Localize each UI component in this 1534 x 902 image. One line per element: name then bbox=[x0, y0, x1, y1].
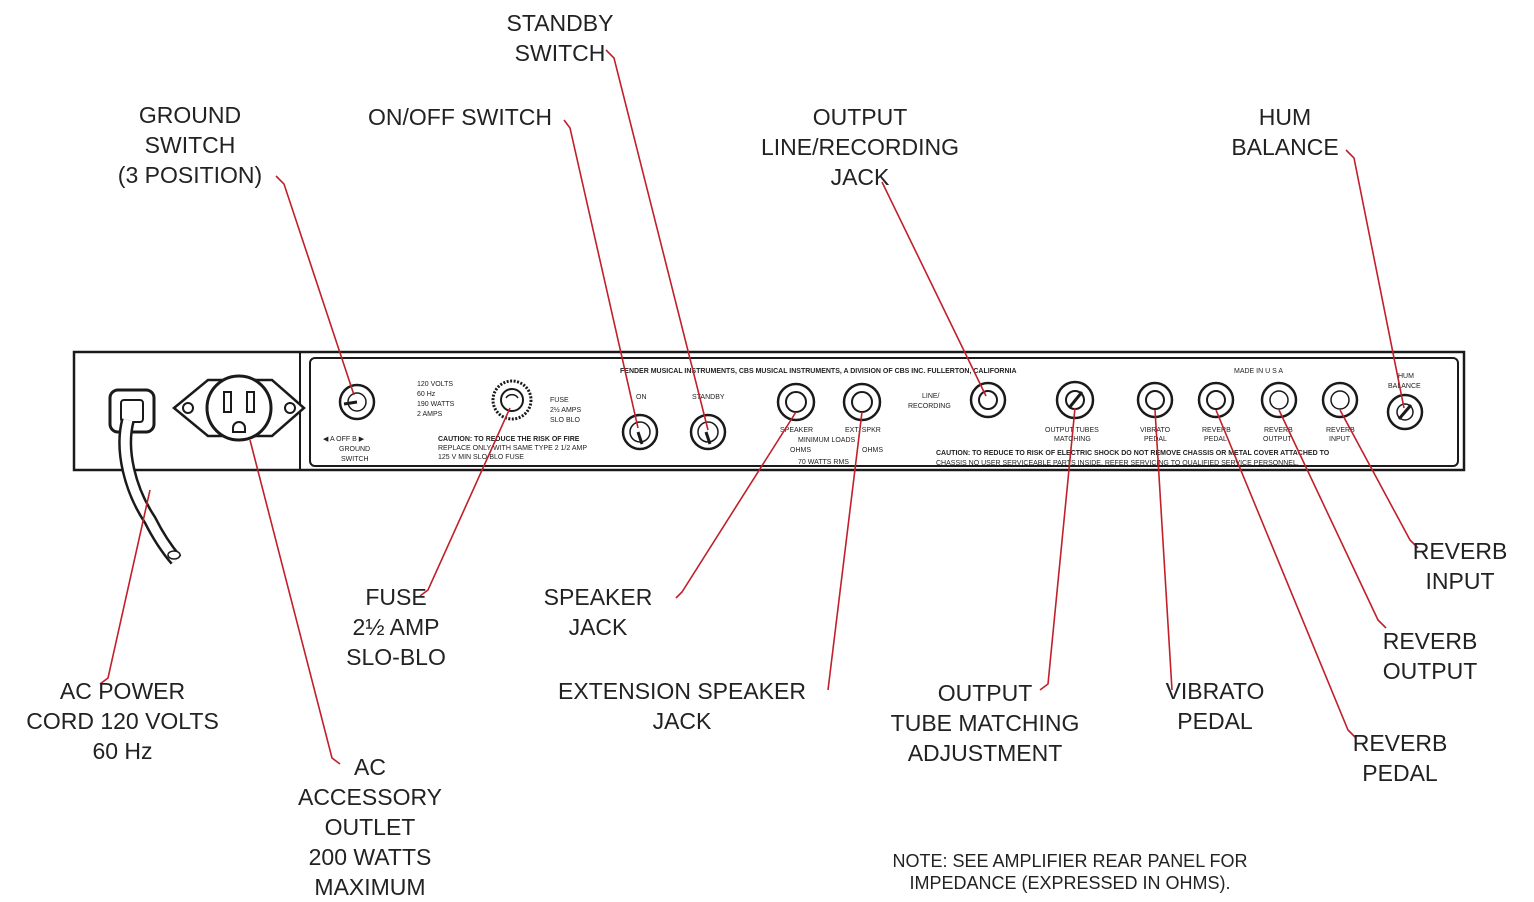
ground-switch bbox=[338, 383, 376, 421]
rating-1: 120 VOLTS bbox=[417, 381, 453, 388]
reverb-input-2: INPUT bbox=[1329, 436, 1351, 443]
label-output-line: OUTPUT LINE/RECORDING JACK bbox=[760, 104, 960, 190]
ohms-left: OHMS bbox=[790, 447, 811, 454]
line-recording-2: RECORDING bbox=[908, 403, 951, 410]
label-speaker-jack: SPEAKER JACK bbox=[543, 584, 653, 640]
power-cord bbox=[108, 388, 182, 565]
leader-ext-speaker bbox=[827, 411, 863, 691]
reverb-input-1: REVERB bbox=[1326, 427, 1355, 434]
min-loads: MINIMUM LOADS bbox=[798, 437, 856, 444]
leader-speaker bbox=[675, 411, 797, 599]
fuse-label-3: SLO BLO bbox=[550, 417, 581, 424]
ext-spkr-label: EXT. SPKR bbox=[845, 427, 881, 434]
shock-caution-2: CHASSIS NO USER SERVICEABLE PARTS INSIDE… bbox=[936, 460, 1299, 467]
standby-switch bbox=[689, 413, 727, 451]
output-tube-control bbox=[1055, 380, 1095, 420]
leader-ac-power bbox=[99, 489, 151, 685]
speaker-jack bbox=[776, 382, 816, 422]
vibrato-1: VIBRATO bbox=[1140, 427, 1171, 434]
label-fuse: FUSE 2½ AMP SLO-BLO bbox=[346, 584, 446, 670]
reverb-pedal-1: REVERB bbox=[1202, 427, 1231, 434]
line-recording-1: LINE/ bbox=[922, 393, 940, 400]
ohms-right: OHMS bbox=[862, 447, 883, 454]
watts-rms: 70 WATTS RMS bbox=[798, 459, 849, 466]
label-extension-speaker: EXTENSION SPEAKER JACK bbox=[558, 678, 806, 734]
label-ground-switch: GROUND SWITCH (3 POSITION) bbox=[117, 102, 263, 188]
leader-ac-outlet bbox=[249, 439, 341, 765]
rating-2: 60 Hz bbox=[417, 391, 436, 398]
leader-vibrato bbox=[1154, 409, 1173, 691]
fuse-label-2: 2½ AMPS bbox=[550, 406, 581, 414]
leader-reverb-output bbox=[1278, 409, 1387, 629]
reverb-output-jack bbox=[1260, 381, 1298, 419]
line-recording-jack bbox=[969, 381, 1007, 419]
rating-3: 190 WATTS bbox=[417, 401, 455, 408]
reverb-output-1: REVERB bbox=[1264, 427, 1293, 434]
hum-balance-2: BALANCE bbox=[1388, 383, 1421, 390]
reverb-input-jack bbox=[1321, 381, 1359, 419]
ext-speaker-jack bbox=[842, 382, 882, 422]
note-impedance: NOTE: SEE AMPLIFIER REAR PANEL FOR IMPED… bbox=[892, 851, 1248, 893]
label-hum-balance: HUM BALANCE bbox=[1231, 104, 1339, 160]
label-reverb-input: REVERB INPUT bbox=[1412, 538, 1508, 594]
leader-reverb-input bbox=[1339, 409, 1419, 549]
fuse-label-1: FUSE bbox=[550, 397, 569, 404]
leader-ground bbox=[275, 175, 355, 396]
leader-reverb-pedal bbox=[1215, 409, 1357, 739]
made-in-label: MADE IN U S A bbox=[1234, 368, 1283, 375]
hum-balance-control bbox=[1386, 393, 1424, 431]
fuse-caution-2: REPLACE ONLY WITH SAME TYPE 2 1/2 AMP bbox=[438, 445, 587, 452]
on-switch bbox=[621, 413, 659, 451]
vibrato-2: PEDAL bbox=[1144, 436, 1167, 443]
ac-outlet bbox=[172, 374, 306, 442]
shock-caution-1: CAUTION: TO REDUCE TO RISK OF ELECTRIC S… bbox=[936, 450, 1330, 457]
leader-output-tube bbox=[1039, 407, 1076, 691]
label-ac-outlet: AC ACCESSORY OUTLET 200 WATTS MAXIMUM bbox=[297, 754, 442, 900]
reverb-output-2: OUTPUT bbox=[1263, 436, 1293, 443]
fuse-caution-3: 125 V MIN SLO-BLO FUSE bbox=[438, 454, 524, 461]
label-ac-power: AC POWER CORD 120 VOLTS 60 Hz bbox=[26, 678, 219, 764]
leader-hum bbox=[1345, 149, 1405, 409]
vibrato-jack bbox=[1136, 381, 1174, 419]
leader-standby bbox=[605, 49, 709, 431]
speaker-label: SPEAKER bbox=[780, 427, 813, 434]
leader-line-recording bbox=[881, 181, 987, 397]
label-reverb-output: REVERB OUTPUT bbox=[1382, 628, 1478, 684]
label-vibrato-pedal: VIBRATO PEDAL bbox=[1165, 678, 1265, 734]
on-label: ON bbox=[636, 394, 647, 401]
fuse-caution-1: CAUTION: TO REDUCE THE RISK OF FIRE bbox=[438, 436, 580, 443]
ground-label-1: GROUND bbox=[339, 446, 370, 453]
panel-header: FENDER MUSICAL INSTRUMENTS, CBS MUSICAL … bbox=[620, 368, 1017, 375]
leader-lines bbox=[99, 49, 1419, 765]
hum-balance-1: HUM bbox=[1398, 373, 1414, 380]
standby-label: STANDBY bbox=[692, 394, 725, 401]
leader-on-off bbox=[563, 119, 639, 429]
leader-fuse bbox=[419, 407, 511, 597]
reverb-pedal-2: PEDAL bbox=[1204, 436, 1227, 443]
label-on-off-switch: ON/OFF SWITCH bbox=[368, 104, 552, 130]
reverb-pedal-jack bbox=[1197, 381, 1235, 419]
label-reverb-pedal: REVERB PEDAL bbox=[1352, 730, 1448, 786]
label-output-tube: OUTPUT TUBE MATCHING ADJUSTMENT bbox=[890, 680, 1080, 766]
ground-label-2: SWITCH bbox=[341, 456, 369, 463]
chassis bbox=[72, 350, 1466, 472]
rating-4: 2 AMPS bbox=[417, 411, 443, 418]
ground-positions: ◀ A OFF B ▶ bbox=[323, 436, 365, 443]
label-standby-switch: STANDBY SWITCH bbox=[506, 10, 614, 66]
fuse-holder bbox=[491, 379, 533, 421]
